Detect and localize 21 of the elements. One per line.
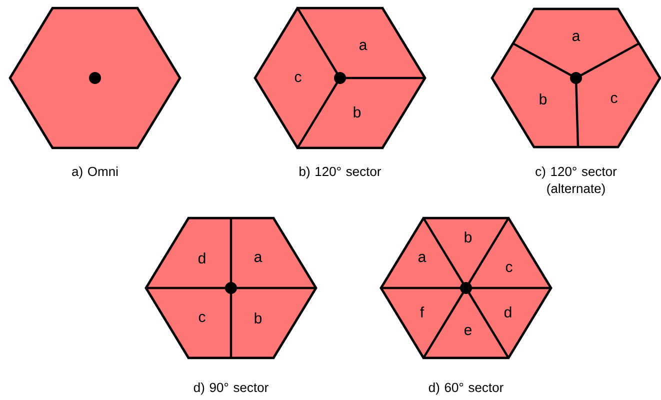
sector-label: f [420, 306, 424, 318]
sector-label: b [354, 106, 361, 118]
sector-label: a [418, 254, 426, 262]
node-label: d) 90° sector [194, 382, 268, 395]
sector-label: e [464, 326, 472, 336]
sector-label: c [610, 94, 618, 104]
sector-label: d [198, 252, 206, 264]
sector-label: d [504, 306, 512, 318]
sector-label: c [198, 314, 206, 322]
sector-label: b [464, 232, 472, 242]
node-label: b) 120° sector [300, 166, 382, 179]
sector-label: b [540, 94, 547, 104]
sector-label: c [294, 74, 302, 82]
node-label: a) Omni [72, 166, 118, 179]
node-label: d) 60° sector [428, 382, 504, 395]
node-label: c) 120° sector (alternate) [536, 166, 617, 196]
sector-label: a [359, 42, 368, 50]
sector-label: a [254, 254, 262, 262]
sector-label: c [506, 264, 512, 272]
sector-label: b [254, 312, 262, 324]
sector-label: a [572, 32, 580, 42]
